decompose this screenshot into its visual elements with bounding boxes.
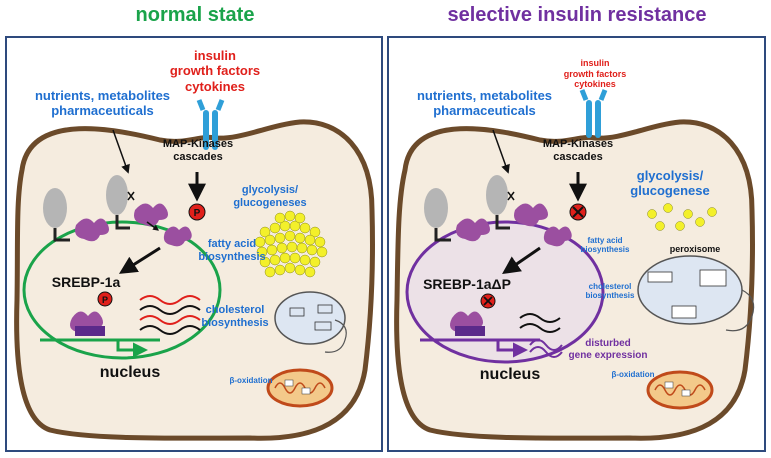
phospho-label: P [194, 208, 201, 219]
peroxisome-label: peroxisome [669, 244, 721, 254]
nucleus-label: nucleus [479, 366, 541, 383]
disturbed-label: disturbed gene expression [568, 338, 648, 361]
map-kinases-label: MAP-Kinases cascades [162, 138, 234, 163]
panel-normal: P P [5, 36, 383, 452]
receptor-icon [579, 89, 608, 138]
arrow-nutrients [112, 129, 130, 174]
membrane-protein-icon [424, 188, 448, 228]
mrna-icon [519, 313, 563, 358]
srebp-precursor-icon [75, 203, 192, 247]
transcription-arrow [496, 340, 528, 358]
panel-title-normal: normal state [135, 4, 255, 26]
receptor-icon [196, 99, 225, 150]
stimuli-label: insulin growth factors cytokines [169, 48, 261, 94]
nutrients-label: nutrients, metabolites pharmaceuticals [416, 88, 553, 119]
fatty-acid-label: fatty acid biosynthesis [198, 238, 266, 263]
map-kinases-label: MAP-Kinases cascades [542, 138, 614, 163]
mitochondrion-icon [266, 368, 334, 408]
phospho-label: P [102, 295, 108, 305]
glycolysis-label: glycolysis/ glucogeneses [233, 184, 307, 209]
scissors-icon [127, 191, 135, 201]
srebp-precursor-icon [456, 203, 572, 247]
phospho-marker [188, 203, 206, 221]
cholesterol-label: cholesterol biosynthesis [585, 282, 635, 301]
membrane-protein-icon [43, 188, 67, 228]
beta-oxidation-label: β-oxidation [611, 370, 655, 379]
scissors-icon [507, 191, 515, 201]
cell-membrane [14, 119, 376, 441]
nutrients-label: nutrients, metabolites pharmaceuticals [34, 88, 171, 119]
arrow-srebp-import [118, 246, 161, 274]
transcription-arrow [116, 340, 148, 358]
panel-title-resistance: selective insulin resistance [447, 4, 707, 26]
panel-resistance [387, 36, 766, 452]
srebp-dimer-icon [450, 311, 485, 336]
er-icon [725, 289, 755, 332]
er-icon [324, 319, 347, 353]
srebp-label: SREBP-1aΔP [423, 276, 511, 292]
cholesterol-label: cholesterol biosynthesis [201, 304, 269, 329]
beta-oxidation-label: β-oxidation [229, 376, 273, 385]
nucleus-envelope [22, 220, 222, 360]
fatty-acid-label: fatty acid biosynthesis [580, 236, 630, 255]
stimuli-label: insulin growth factors cytokines [563, 58, 627, 90]
mitochondrion-icon [646, 370, 714, 410]
srebp-label: SREBP-1a [51, 274, 121, 290]
peroxisome-icon [274, 291, 346, 345]
membrane-protein-icon [106, 175, 128, 215]
srebp-dimer-icon [70, 311, 105, 336]
mrna-icon [139, 295, 201, 335]
glycolysis-label: glycolysis/ glucogenese [630, 168, 710, 199]
arrow-nutrients [492, 129, 510, 174]
arrow-srebp-import [502, 246, 541, 275]
nucleus-label: nucleus [99, 364, 161, 381]
lipid-droplets-icon [254, 210, 328, 278]
lipid-droplets-icon [647, 203, 717, 231]
membrane-protein-icon [486, 175, 508, 215]
phospho-marker [97, 291, 113, 307]
